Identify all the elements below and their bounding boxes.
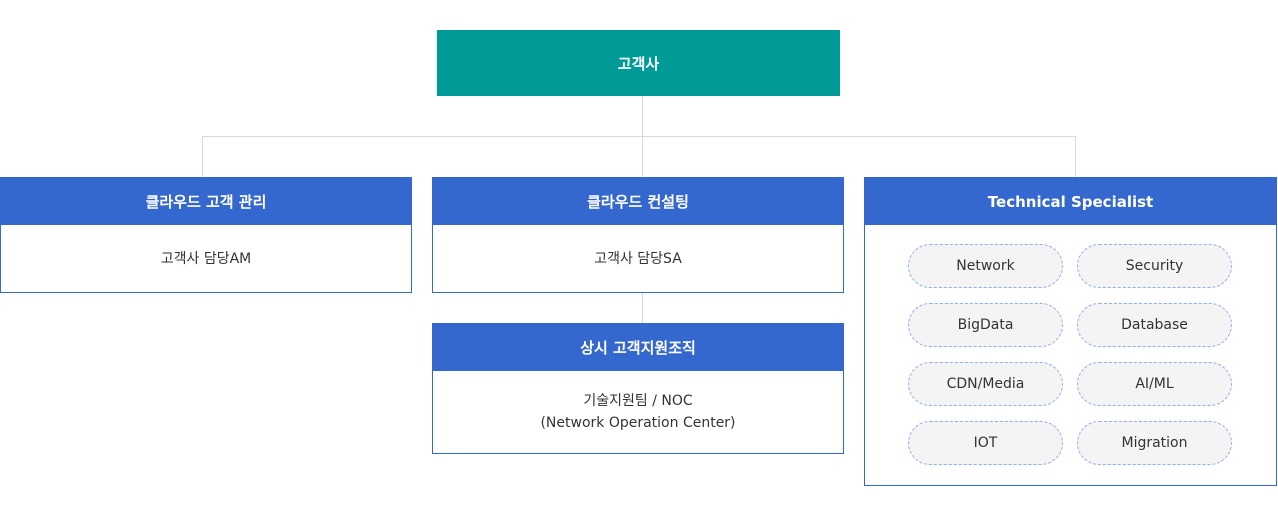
top-node-customer: 고객사: [437, 30, 840, 96]
pill-ai-ml: AI/ML: [1077, 362, 1232, 406]
box-cloud-customer-management-title: 클라우드 고객 관리: [1, 178, 411, 225]
box-support-organization-body: 기술지원팀 / NOC (Network Operation Center): [433, 371, 843, 453]
box-cloud-consulting: 클라우드 컨설팅 고객사 담당SA: [432, 177, 844, 293]
pill-bigdata: BigData: [908, 303, 1063, 347]
box-cloud-customer-management: 클라우드 고객 관리 고객사 담당AM: [0, 177, 412, 293]
box-cloud-consulting-title: 클라우드 컨설팅: [433, 178, 843, 225]
support-org-title-text: 상시 고객지원조직: [580, 339, 696, 357]
box-cloud-customer-management-body: 고객사 담당AM: [1, 225, 411, 292]
box-support-organization: 상시 고객지원조직 기술지원팀 / NOC (Network Operation…: [432, 323, 844, 454]
pill-cdn-media: CDN/Media: [908, 362, 1063, 406]
cloud-consult-body-text: 고객사 담당SA: [594, 250, 682, 267]
pill-migration-label: Migration: [1121, 435, 1188, 451]
connector-left-drop: [202, 136, 203, 177]
top-node-label: 고객사: [617, 54, 660, 73]
pill-network-label: Network: [956, 258, 1015, 274]
cloud-consult-title-text: 클라우드 컨설팅: [587, 193, 689, 211]
connector-horizontal: [202, 136, 1075, 137]
cloud-mgmt-title-text: 클라우드 고객 관리: [145, 193, 267, 211]
cloud-mgmt-body-text: 고객사 담당AM: [160, 250, 252, 267]
box-support-organization-title: 상시 고객지원조직: [433, 324, 843, 371]
pill-security: Security: [1077, 244, 1232, 288]
pill-cdn-media-label: CDN/Media: [946, 376, 1025, 392]
pill-migration: Migration: [1077, 421, 1232, 465]
tech-title-text: Technical Specialist: [987, 192, 1154, 211]
pill-security-label: Security: [1125, 258, 1184, 274]
connector-consult-to-support: [642, 292, 643, 323]
connector-top-vertical: [642, 96, 643, 136]
connector-right-drop: [1075, 136, 1076, 177]
pill-ai-ml-label: AI/ML: [1135, 376, 1174, 392]
pill-bigdata-label: BigData: [957, 317, 1014, 333]
pill-database: Database: [1077, 303, 1232, 347]
pill-iot-label: IOT: [973, 435, 998, 451]
support-org-body-line1: 기술지원팀 / NOC: [583, 393, 693, 409]
pill-database-label: Database: [1121, 317, 1188, 333]
pill-network: Network: [908, 244, 1063, 288]
connector-middle-drop: [642, 136, 643, 177]
box-technical-specialist-title: Technical Specialist: [865, 178, 1276, 225]
box-cloud-consulting-body: 고객사 담당SA: [433, 225, 843, 292]
support-org-body-line2: (Network Operation Center): [540, 415, 736, 431]
pill-iot: IOT: [908, 421, 1063, 465]
